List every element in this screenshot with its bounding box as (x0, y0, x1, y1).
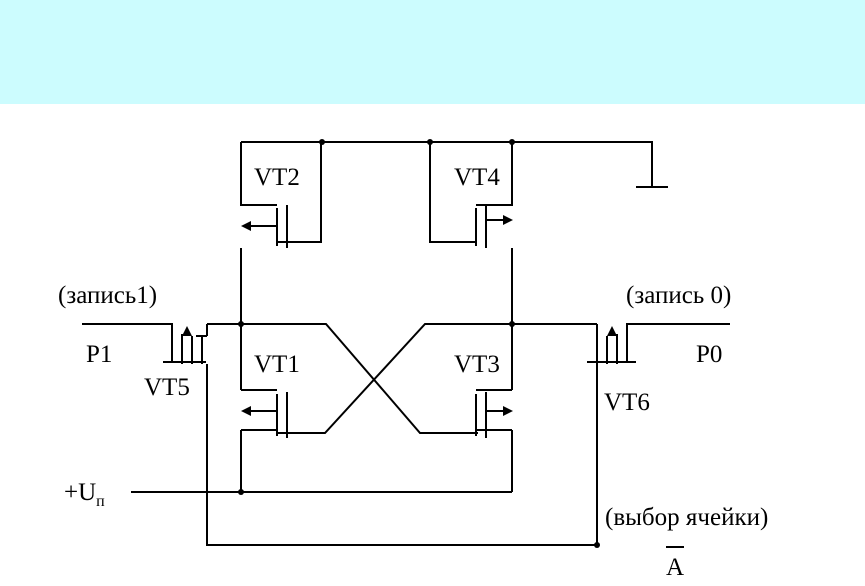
transistor-vt6 (587, 323, 730, 545)
transistor-vt4 (429, 142, 513, 248)
top-rail (241, 141, 653, 186)
arrow-right-icon (503, 215, 513, 225)
arrow-right-icon (503, 406, 513, 416)
supply-label: +Uп (64, 479, 105, 510)
transistor-vt3 (475, 389, 513, 492)
junction-dots (238, 139, 600, 548)
supply-text: +U (64, 479, 96, 506)
arrow-up-icon (607, 326, 617, 336)
vt1-label: VT1 (254, 351, 300, 378)
top-banner (0, 0, 865, 104)
vt3-label: VT3 (454, 351, 500, 378)
write0-label: (запись 0) (626, 282, 731, 309)
transistor-vt5 (82, 323, 597, 546)
arrow-left-icon (241, 406, 251, 416)
arrow-up-icon (182, 326, 192, 336)
supply-subscript: п (96, 493, 105, 510)
arrow-left-icon (241, 221, 251, 231)
transistor-vt1 (240, 389, 288, 492)
right-node (278, 323, 597, 434)
addr-label: A (666, 554, 684, 581)
p1-label: P1 (86, 341, 112, 368)
write1-label: (запись1) (58, 282, 157, 309)
left-node (207, 323, 478, 434)
transistor-vt2 (240, 141, 322, 248)
vt6-label: VT6 (604, 389, 650, 416)
p0-label: P0 (696, 341, 722, 368)
vt2-label: VT2 (254, 164, 300, 191)
cell-select-label: (выбор ячейки) (605, 504, 768, 531)
vt5-label: VT5 (144, 374, 190, 401)
vt4-label: VT4 (454, 164, 500, 191)
